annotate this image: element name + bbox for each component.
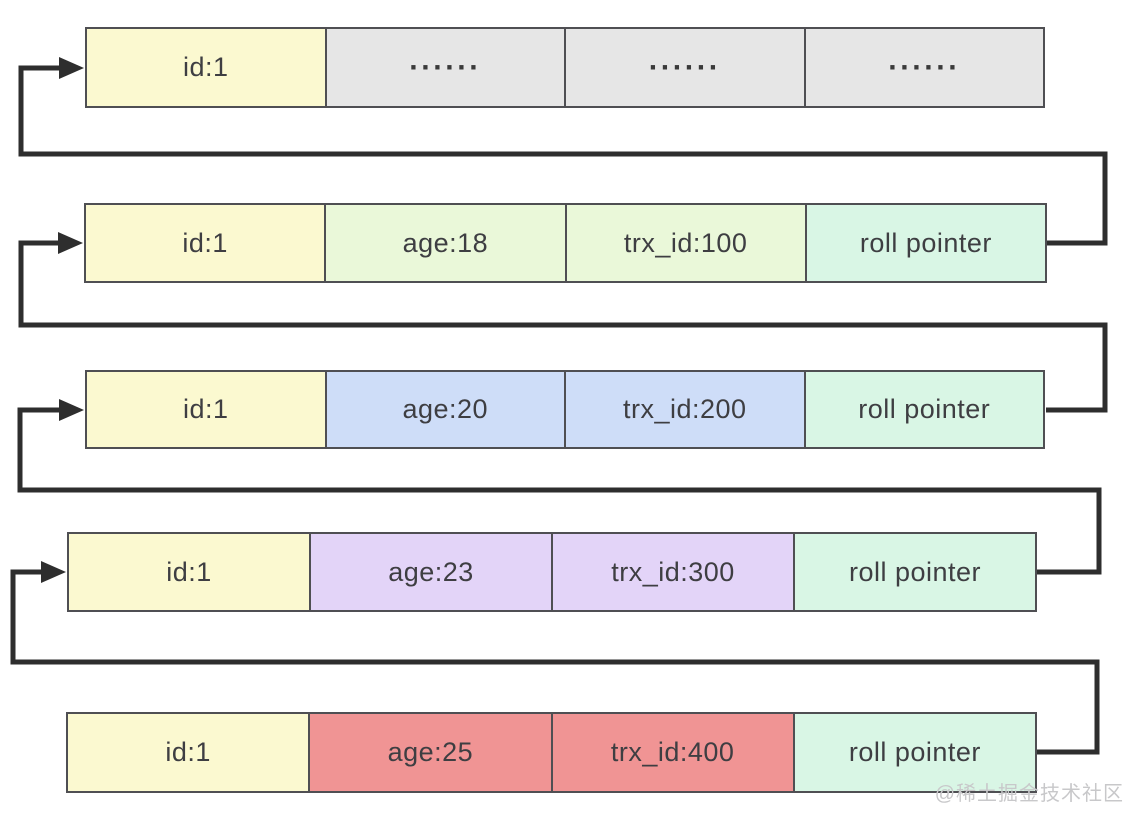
version-row-3: id:1 age:20 trx_id:200 roll pointer <box>85 370 1045 449</box>
cell-trx-id: trx_id:200 <box>564 372 804 447</box>
cell-age: age:20 <box>324 372 564 447</box>
version-row-2: id:1 age:18 trx_id:100 roll pointer <box>84 203 1047 283</box>
cell-id: id:1 <box>69 534 309 610</box>
cell-id: id:1 <box>68 714 309 791</box>
arrowhead-icon <box>58 232 83 254</box>
version-row-4: id:1 age:23 trx_id:300 roll pointer <box>67 532 1037 612</box>
cell-ellipsis-3: ······ <box>803 29 1043 106</box>
watermark: @稀土掘金技术社区 <box>934 783 1124 805</box>
arrow-row3-to-row2 <box>18 232 1108 413</box>
cell-roll-pointer: roll pointer <box>803 372 1043 447</box>
arrowhead-icon <box>59 399 84 421</box>
cell-trx-id: trx_id:100 <box>564 205 805 281</box>
cell-id: id:1 <box>86 205 325 281</box>
cell-ellipsis-1: ······ <box>324 29 564 106</box>
version-row-1: id:1 ······ ······ ······ <box>85 27 1045 108</box>
cell-id: id:1 <box>87 29 325 106</box>
cell-roll-pointer: roll pointer <box>804 205 1045 281</box>
cell-age: age:18 <box>324 205 565 281</box>
cell-trx-id: trx_id:400 <box>550 714 793 791</box>
arrow-row5-to-row4 <box>10 561 1100 755</box>
cell-roll-pointer: roll pointer <box>793 534 1035 610</box>
cell-trx-id: trx_id:300 <box>551 534 793 610</box>
version-row-5: id:1 age:25 trx_id:400 roll pointer <box>66 712 1037 793</box>
arrow-row2-to-row1 <box>18 57 1108 246</box>
arrow-row4-to-row3 <box>17 399 1102 575</box>
cell-age: age:23 <box>309 534 551 610</box>
cell-roll-pointer: roll pointer <box>792 714 1035 791</box>
cell-id: id:1 <box>87 372 325 447</box>
arrowhead-icon <box>59 57 84 79</box>
arrowhead-icon <box>41 561 66 583</box>
cell-age: age:25 <box>308 714 551 791</box>
cell-ellipsis-2: ······ <box>564 29 804 106</box>
